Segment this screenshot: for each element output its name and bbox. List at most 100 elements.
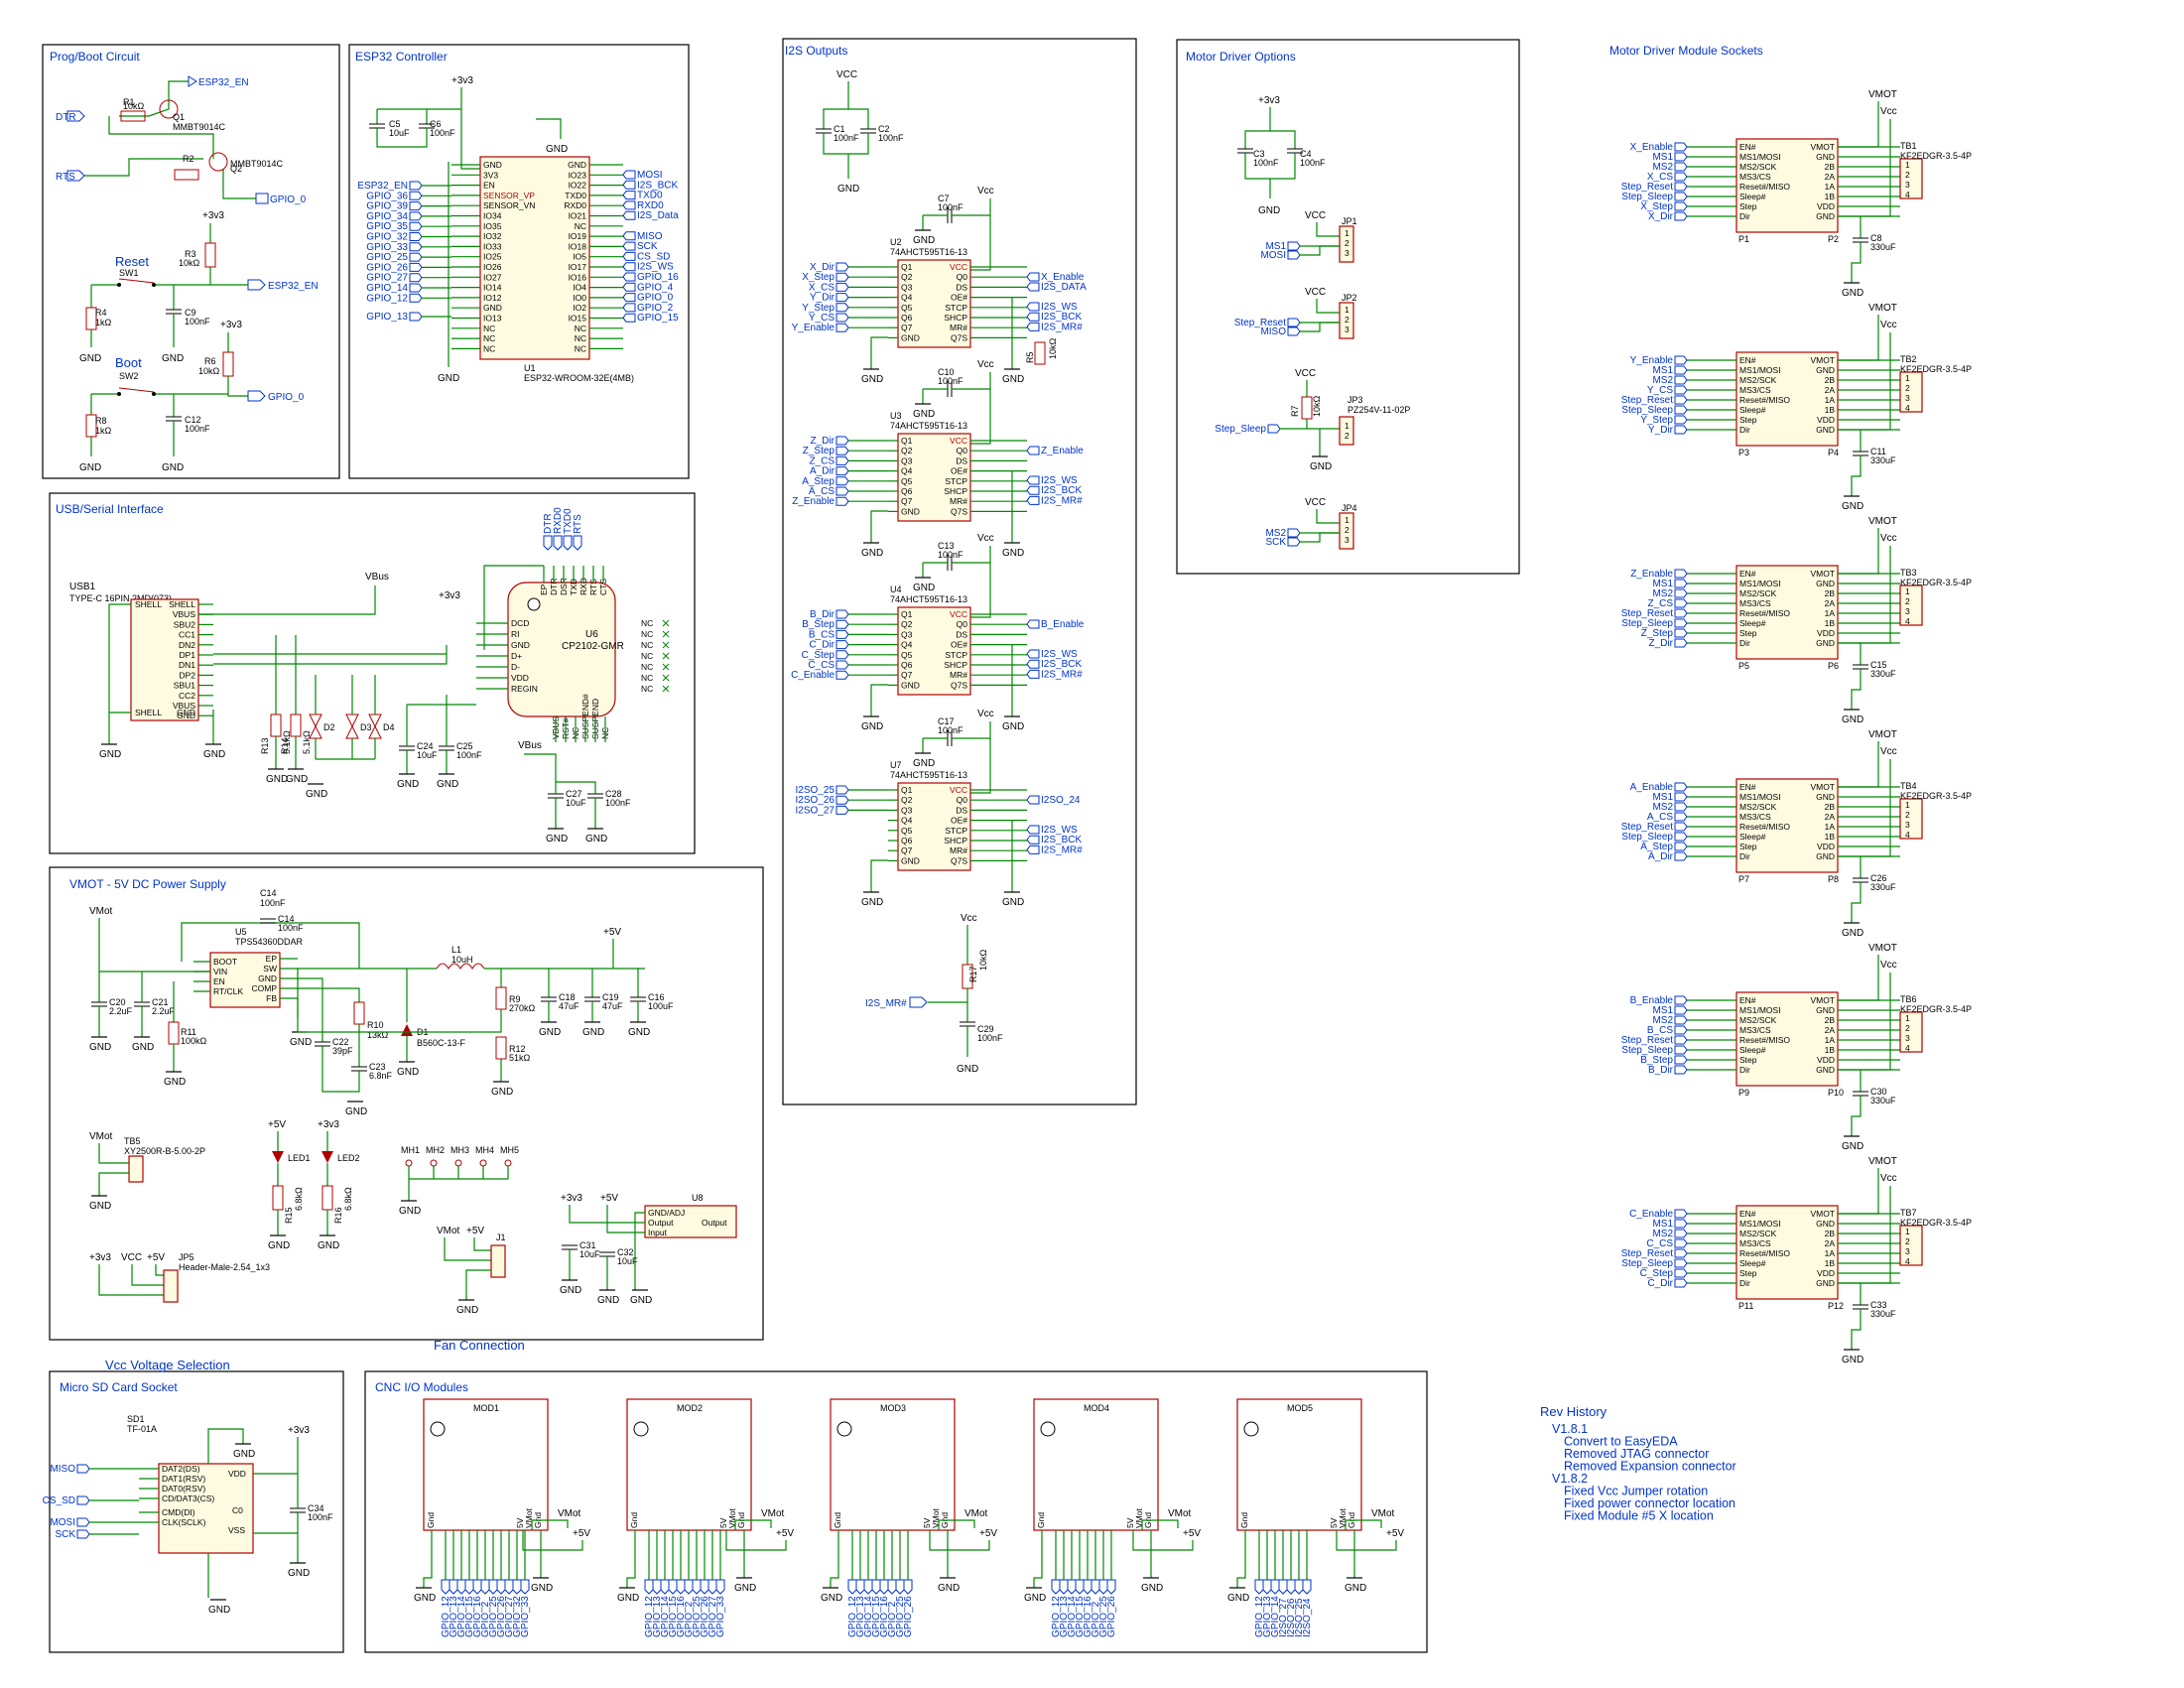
socket-left-pin: Dir [1739,638,1750,648]
socket-left-pin: EN# [1739,782,1756,792]
jumper-pin: 1 [1345,515,1349,525]
terminal-block-1 [1899,371,1923,413]
i2s-left-pin: Q3 [901,629,913,639]
mopt-c4v: 100nF [1300,158,1326,168]
i2s-in-net: Z_CS [809,455,835,466]
i2s-in-net: I2SO_25 [796,785,835,796]
net-port [622,303,636,313]
gnd-label: GND [1842,928,1863,939]
wire [970,721,991,794]
module-5v: 5V [1125,1517,1135,1528]
diode-d1 [401,1024,413,1036]
usb-conn-pins: SHELLVBUSSBU2CC1DN2DP1DN1DP2SBU1CC2VBUSG… [99,599,225,760]
net-port [1026,446,1040,455]
tb5-ref: TB5 [124,1136,141,1146]
net-port [1026,322,1040,331]
net-port [1674,588,1688,598]
socket-right-pin: GND [1816,851,1835,861]
usb-chip-ref: U6 [585,629,598,640]
i2s-c2v: 100nF [878,133,904,143]
module-vmot: VMot [931,1508,941,1528]
led-resistor [272,1185,284,1211]
net-port [622,231,636,241]
gnd-label: GND [1002,374,1024,385]
i2s-capv-0: 100nF [938,202,964,212]
vmot-d1v: B560C-13-F [417,1038,466,1048]
usb-top-port [573,535,582,551]
sd-pin: CD/DAT3(CS) [162,1493,214,1503]
vmot-c14-topv: 100nF [260,898,286,908]
wire [1851,1096,1862,1136]
socket-cap: C8 [1870,233,1882,243]
prog-ref-r3v: 10kΩ [179,258,200,268]
net-port [835,486,849,496]
wire [1838,741,1879,788]
esp-left-pin-14: GND [483,303,502,313]
wire [1838,315,1879,361]
wire [1838,1186,1891,1284]
socket-net: MS1 [1652,1219,1673,1230]
net-port [1674,162,1688,172]
i2s-right-pin: STCP [945,476,967,486]
i2s-out-net: I2S_BCK [1041,659,1082,670]
tb-part: KF2EDGR-3.5-4P [1900,1218,1972,1228]
socket-right-pin: 2B [1825,375,1836,385]
socket-left-pin: MS1/MOSI [1739,152,1781,162]
frame-title-prog-boot: Prog/Boot Circuit [50,50,140,64]
wire [970,198,991,271]
frame-usb [49,492,696,854]
jumper-2 [1339,512,1354,550]
cnc-port [1278,1579,1288,1595]
cnc-gpio-net: GPIO_27 [504,1596,515,1637]
jumper-pin: 2 [1345,315,1349,325]
vmot-l1v: 10uH [451,955,473,965]
vmot-r10-label: R10 [367,1020,384,1030]
mounting-hole-4: MH5 [500,1145,519,1155]
i2s-chip-ref-0: U2 [890,237,902,247]
terminal-block-2 [1899,584,1923,626]
cnc-module-2 [830,1398,956,1531]
i2s-right-pin: VCC [950,609,967,619]
esp-net-left-0: ESP32_EN [357,181,408,192]
tb-ref: TB1 [1900,141,1917,151]
module-gnd: Gnd [629,1512,639,1528]
tb-pin: 3 [1905,1033,1910,1043]
vmot-r10 [353,1001,365,1025]
sd-net-mosi: MOSI [50,1517,75,1528]
cnc-gpio-net: I2SO_25 [1294,1598,1305,1637]
net-port [1674,842,1688,851]
socket-net: MS2 [1652,588,1673,599]
i2s-vcc-label: Vcc [977,186,994,196]
esp-net-right-12: GPIO_2 [637,303,674,314]
prog-label-4: ESP32_EN [268,281,319,292]
cp2102-top-pin: CTS [598,579,608,595]
socket-net: B_Enable [1630,995,1674,1006]
net-port [1674,1268,1688,1278]
cnc-port [700,1579,709,1595]
cnc-5v: +5V [776,1528,794,1539]
cnc-port [668,1579,678,1595]
frame-i2s [782,38,1137,1105]
usb-diode: D2 [323,722,335,732]
terminal-block-0 [1899,158,1923,199]
tb-pin: 4 [1905,1043,1910,1053]
gnd-label: GND [938,1583,960,1594]
gnd-label: GND [208,1605,230,1616]
i2s-outputs: VCC C1 100nF C2 100nF GND C7100nFGNDVccU… [791,69,1087,1075]
cnc-gpio-net: GPIO_25 [488,1596,499,1637]
cnc-gpio-net: GPIO_16 [879,1596,890,1637]
cp2102-right-pin: NC [641,684,653,694]
prog-ref-q1: Q1 [173,112,185,122]
sd-net-cs: CS_SD [43,1495,75,1506]
socket-net: MS1 [1652,365,1673,376]
net-port [835,476,849,486]
socket-net: A_Enable [1630,782,1674,793]
socket-right-pin: 1B [1825,1045,1836,1055]
cnc-gpio-net: GPIO_25 [692,1596,703,1637]
u8-pin: Output [648,1218,674,1228]
wire [970,372,991,445]
vmot-r11 [168,1021,180,1045]
gnd-label: GND [1024,1593,1046,1604]
gnd-label: GND [1842,288,1863,299]
